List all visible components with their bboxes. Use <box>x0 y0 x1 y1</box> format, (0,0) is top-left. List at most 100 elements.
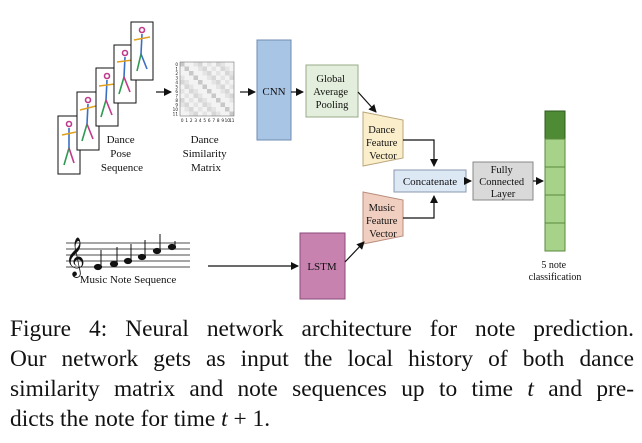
matrix-cell <box>202 102 207 107</box>
matrix-cell <box>225 107 230 112</box>
matrix-cell <box>216 89 221 94</box>
matrix-row-tick: 3 <box>175 76 178 81</box>
pose-card <box>76 91 100 151</box>
matrix-cell <box>202 111 207 116</box>
matrix-cell <box>229 71 234 76</box>
matrix-cell <box>211 93 216 98</box>
concatenate-label: Concatenate <box>403 176 457 188</box>
matrix-cell <box>216 84 221 89</box>
matrix-cell <box>189 111 194 116</box>
matrix-cell <box>207 75 212 80</box>
matrix-cell <box>189 107 194 112</box>
matrix-cell <box>211 71 216 76</box>
matrix-cell <box>202 66 207 71</box>
matrix-cell <box>184 71 189 76</box>
matrix-cell <box>180 66 185 71</box>
matrix-cell <box>207 98 212 103</box>
matrix-cell <box>211 111 216 116</box>
matrix-col-tick: 5 <box>203 118 206 123</box>
matrix-cell <box>220 98 225 103</box>
matrix-cell <box>220 89 225 94</box>
matrix-cell <box>189 62 194 67</box>
matrix-cell <box>220 71 225 76</box>
matrix-cell <box>211 66 216 71</box>
matrix-cell <box>220 84 225 89</box>
matrix-cell <box>229 80 234 85</box>
matrix-cell <box>189 93 194 98</box>
concatenate-block: Concatenate <box>393 169 467 193</box>
matrix-cell <box>225 84 230 89</box>
matrix-row-tick: 10 <box>173 107 179 112</box>
matrix-cell <box>211 102 216 107</box>
treble-clef-icon: 𝄞 <box>65 237 85 278</box>
matrix-cell <box>207 71 212 76</box>
fully-connected-block: Fully Connected Layer <box>472 161 534 201</box>
pose-card <box>130 21 154 81</box>
matrix-cell <box>193 75 198 80</box>
matrix-cell <box>207 66 212 71</box>
matrix-cell <box>229 98 234 103</box>
matrix-row-tick: 11 <box>173 112 179 117</box>
matrix-cell <box>225 80 230 85</box>
matrix-cell <box>189 80 194 85</box>
matrix-row-tick: 8 <box>175 98 178 103</box>
dance-similarity-matrix-label: Dance Similarity Matrix <box>183 134 230 174</box>
matrix-cell <box>202 107 207 112</box>
matrix-cell <box>229 66 234 71</box>
matrix-cell <box>198 89 203 94</box>
matrix-cell <box>198 75 203 80</box>
music-staff: 𝄞 <box>65 234 190 278</box>
matrix-cell <box>202 80 207 85</box>
matrix-cell <box>198 84 203 89</box>
matrix-cell <box>216 102 221 107</box>
caption-line: Figure 4: Neural network architecture fo… <box>10 316 634 342</box>
output-label: 5 note classification <box>529 260 582 283</box>
matrix-cell <box>198 98 203 103</box>
dance-feature-label: Dance Feature Vector <box>366 125 400 162</box>
matrix-row-tick: 4 <box>175 80 178 85</box>
matrix-cell <box>216 62 221 67</box>
matrix-cell <box>180 102 185 107</box>
matrix-cell <box>202 93 207 98</box>
matrix-col-tick: 6 <box>208 118 211 123</box>
matrix-cell <box>198 93 203 98</box>
lstm-block: LSTM <box>299 232 346 300</box>
matrix-cell <box>180 98 185 103</box>
matrix-cell <box>207 111 212 116</box>
matrix-cell <box>229 93 234 98</box>
matrix-cell <box>184 98 189 103</box>
matrix-cell <box>216 111 221 116</box>
matrix-cell <box>216 71 221 76</box>
caption-line: dicts the note for time t + 1. <box>10 406 271 432</box>
dance-pose-sequence-label: Dance Pose Sequence <box>101 134 143 174</box>
music-feature-vector: Music Feature Vector <box>362 191 404 245</box>
matrix-cell <box>220 93 225 98</box>
matrix-cell <box>180 111 185 116</box>
matrix-cell <box>225 62 230 67</box>
matrix-cell <box>189 102 194 107</box>
caption-line: Our network gets as input the local hist… <box>10 346 634 372</box>
matrix-cell <box>198 107 203 112</box>
matrix-cell <box>193 102 198 107</box>
matrix-col-tick: 1 <box>185 118 188 123</box>
matrix-cell <box>184 107 189 112</box>
global-average-pooling-block: Global Average Pooling <box>305 64 359 118</box>
matrix-cell <box>180 71 185 76</box>
matrix-cell <box>189 98 194 103</box>
matrix-row-tick: 6 <box>175 89 178 94</box>
matrix-cell <box>189 75 194 80</box>
matrix-cell <box>211 98 216 103</box>
output-classification <box>544 110 566 252</box>
music-note-sequence-label: Music Note Sequence <box>80 274 177 286</box>
matrix-col-tick: 2 <box>190 118 193 123</box>
matrix-cell <box>211 75 216 80</box>
matrix-row-tick: 0 <box>175 62 178 67</box>
matrix-cell <box>225 71 230 76</box>
matrix-cell <box>229 102 234 107</box>
matrix-cell <box>225 66 230 71</box>
matrix-cell <box>216 80 221 85</box>
matrix-cell <box>202 62 207 67</box>
matrix-row-tick: 7 <box>175 94 178 99</box>
matrix-cell <box>211 62 216 67</box>
